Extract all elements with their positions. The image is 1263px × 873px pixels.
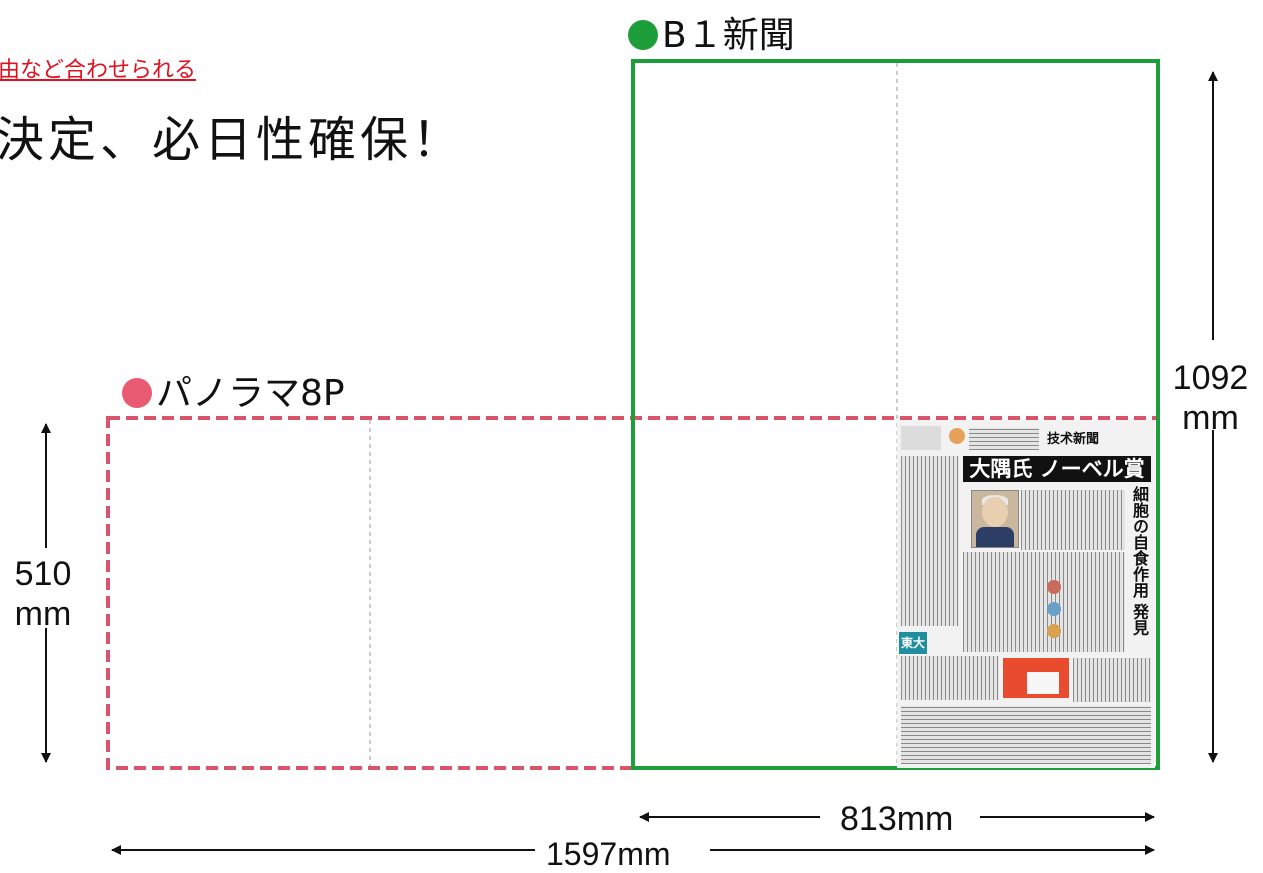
newspaper-thumbnail: 技术新聞 大隅氏 ノーベル賞 細胞の自食作用 発見 東大 (897, 420, 1155, 768)
np-bottom-ads (901, 706, 1151, 764)
headline: 決定、必日性確保！ (0, 112, 465, 168)
np-column-left (901, 456, 959, 626)
np-header-photo (949, 428, 965, 444)
np-photo (971, 490, 1019, 548)
np-figure-1 (1047, 580, 1061, 594)
np-headline: 大隅氏 ノーベル賞 (963, 456, 1151, 482)
panorama-title: パノラマ8P (122, 364, 345, 416)
pink-dot-icon (122, 378, 152, 408)
np-photo-face (982, 497, 1008, 527)
np-column-body (963, 552, 1125, 652)
b1-title: B１新聞 (628, 6, 795, 58)
b1-height-unit: mm (1182, 399, 1239, 437)
b1-width-label: 813mm (840, 800, 954, 838)
panorama-height-value: 510 (14, 555, 72, 593)
b1-outline (631, 59, 1160, 770)
panorama-label: パノラマ8P (156, 373, 345, 414)
np-figure-3 (1047, 624, 1061, 638)
panorama-height-unit: mm (14, 595, 72, 633)
green-dot-icon (628, 20, 658, 50)
np-header-text (969, 428, 1039, 450)
np-photo-suit (976, 527, 1014, 547)
np-column-mid (1021, 490, 1125, 550)
b1-height-value: 1092 (1172, 359, 1249, 397)
b1-height-label: 1092 mm (1158, 358, 1263, 438)
panorama-width-label: 1597mm (540, 836, 677, 873)
np-column-lower-left (901, 656, 999, 700)
panorama-height-label: 510 mm (8, 554, 78, 634)
np-masthead: 技术新聞 (1047, 432, 1100, 447)
np-column-lower-right (1073, 658, 1151, 702)
np-header-box (901, 426, 941, 450)
np-figure-2 (1047, 602, 1061, 616)
np-badge: 東大 (899, 632, 927, 654)
np-ad-map (1027, 672, 1059, 694)
b1-label: B１新聞 (662, 15, 795, 56)
top-link[interactable]: 由など合わせられる (0, 58, 197, 83)
np-subhead: 細胞の自食作用 発見 (1130, 486, 1149, 636)
